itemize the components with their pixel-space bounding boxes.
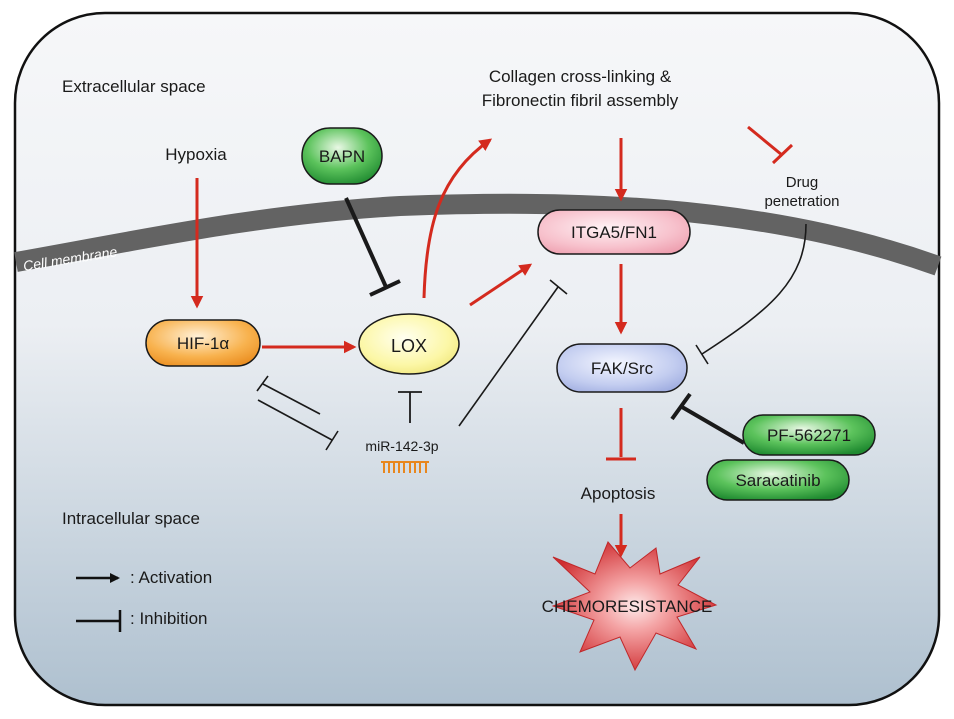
mir-inhibits-itga5-bar <box>549 279 568 295</box>
mir-inhibits-hif-bar <box>256 375 269 392</box>
mir-142-3p-label: miR-142-3p <box>365 438 438 454</box>
cell-membrane <box>14 193 942 276</box>
extracellular-space-label: Extracellular space <box>62 77 206 96</box>
mirna-hairpin-icon <box>381 461 429 473</box>
lox-to-collagen-arrow <box>422 138 493 299</box>
itga5-fn1-label: ITGA5/FN1 <box>571 223 657 242</box>
intracellular-space-label: Intracellular space <box>62 509 200 528</box>
inhibitors-to-fak-line <box>680 405 746 445</box>
collagen-label-line1: Collagen cross-linking & <box>489 67 672 86</box>
saracatinib-node <box>706 459 850 501</box>
cell-frame <box>13 11 941 707</box>
lox-label: LOX <box>391 336 427 356</box>
bapn-label: BAPN <box>319 147 365 166</box>
fak-src-node <box>556 343 688 393</box>
legend-inhibition-label: : Inhibition <box>130 609 208 628</box>
lox-node <box>358 313 460 375</box>
itga5-fn1-node <box>537 209 691 255</box>
fak-src-label: FAK/Src <box>591 359 654 378</box>
collagen-inhibits-drug-line <box>747 125 783 157</box>
bapn-inhibits-lox-line <box>344 197 388 288</box>
drug-inhibits-fak-line <box>701 223 807 355</box>
hif1a-node <box>145 319 261 367</box>
hif-inhibits-mir-bar <box>325 430 339 451</box>
inhibitors-to-fak-bar <box>670 392 692 421</box>
chemoresistance-label: CHEMORESISTANCE <box>542 597 713 616</box>
saracatinib-label: Saracatinib <box>735 471 820 490</box>
mir-inhibits-hif-line <box>262 383 321 415</box>
drug-inhibits-fak-bar <box>695 344 709 365</box>
mir-inhibits-itga5-line <box>458 286 559 427</box>
apoptosis-label: Apoptosis <box>581 484 656 503</box>
chemoresistance-starburst <box>551 541 718 672</box>
drug-penetration-line2: penetration <box>764 193 839 210</box>
collagen-label-line2: Fibronectin fibril assembly <box>482 91 679 110</box>
hif1a-label: HIF-1α <box>177 334 230 353</box>
drug-penetration-line1: Drug <box>786 174 819 191</box>
pf562271-node <box>742 414 876 456</box>
hif-inhibits-mir-line <box>257 399 333 441</box>
hypoxia-label: Hypoxia <box>165 145 227 164</box>
bapn-inhibits-lox-bar <box>369 279 401 297</box>
collagen-inhibits-drug-bar <box>771 143 794 165</box>
bapn-node <box>301 127 383 185</box>
lox-to-itga5-arrow <box>469 263 533 307</box>
pf562271-label: PF-562271 <box>767 426 851 445</box>
legend-activation-label: : Activation <box>130 568 212 587</box>
